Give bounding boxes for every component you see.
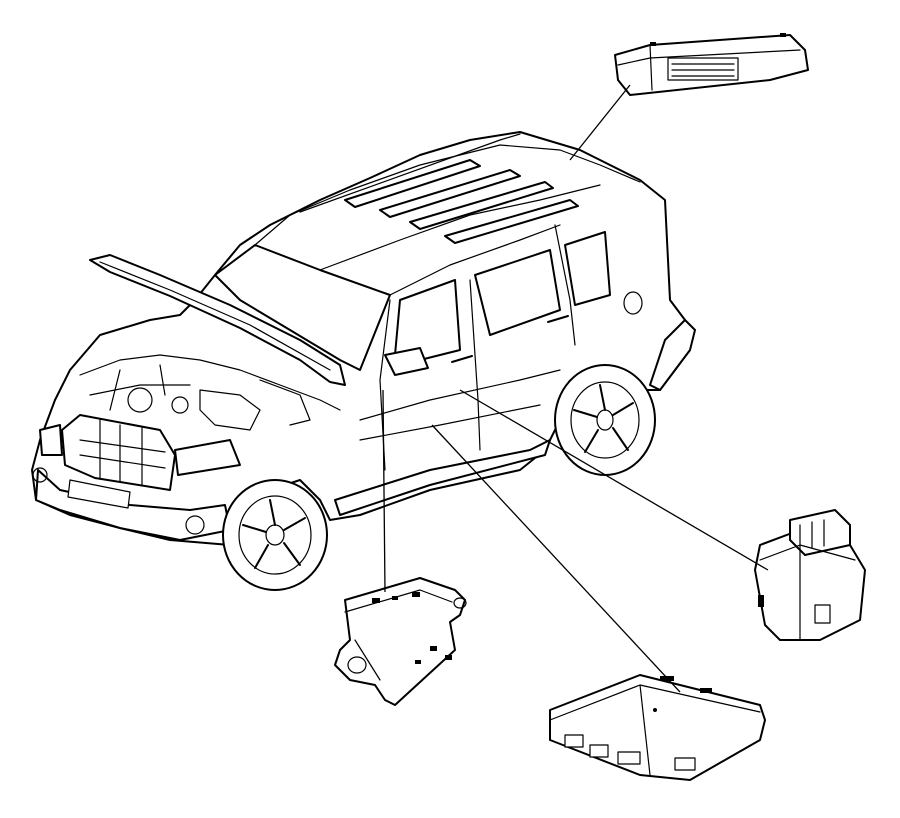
leader-door-module — [382, 389, 386, 593]
leader-roof-module — [569, 84, 631, 161]
leader-connector-module — [459, 389, 769, 571]
roof-module — [614, 33, 809, 96]
vehicle — [31, 131, 696, 591]
front-wheel — [222, 479, 328, 591]
leader-body-control-module — [431, 424, 681, 693]
body-control-module — [549, 674, 766, 781]
connector-module — [754, 509, 866, 641]
rear-wheel — [554, 364, 656, 476]
door-module — [334, 577, 467, 706]
leader-lines — [382, 84, 769, 693]
